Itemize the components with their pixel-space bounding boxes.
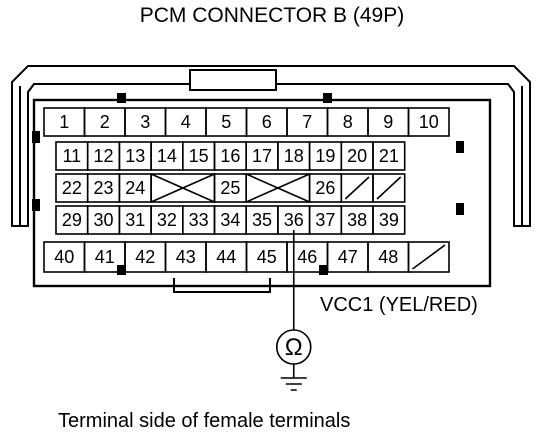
blank-cell <box>372 173 406 203</box>
terminal-label: 12 <box>94 146 114 166</box>
terminal-label: 22 <box>62 178 82 198</box>
terminal-grid <box>43 107 450 273</box>
side-pin <box>32 131 40 143</box>
terminal-label: 33 <box>189 210 209 230</box>
terminal-cell <box>407 107 450 137</box>
terminal-label: 18 <box>284 146 304 166</box>
terminal-label: 3 <box>140 112 150 132</box>
side-pin <box>456 141 464 153</box>
terminal-label: 9 <box>383 112 393 132</box>
terminal-label: 31 <box>125 210 145 230</box>
terminal-label: 38 <box>347 210 367 230</box>
terminal-label: 8 <box>343 112 353 132</box>
outer-shell <box>11 65 531 227</box>
terminal-label: 25 <box>220 178 240 198</box>
terminal-label: 4 <box>181 112 191 132</box>
top-latch <box>189 69 277 91</box>
terminal-label: 11 <box>63 146 82 166</box>
blank-cell-slash <box>344 176 370 200</box>
probe-wire <box>275 230 312 391</box>
terminal-label: 37 <box>315 210 335 230</box>
diagram-caption: Terminal side of female terminals <box>58 410 351 432</box>
terminal-label: 47 <box>338 247 358 267</box>
connector-housing <box>11 65 531 293</box>
lock-tab <box>323 93 332 103</box>
terminal-label: 1 <box>59 112 69 132</box>
terminal-label: 48 <box>378 247 398 267</box>
terminal-label: 15 <box>189 146 209 166</box>
blank-cell-cross <box>245 173 310 203</box>
bottom-key <box>173 278 271 293</box>
terminal-label: 26 <box>315 178 335 198</box>
terminal-label: 35 <box>252 210 272 230</box>
terminal-label: 34 <box>220 210 240 230</box>
terminal-label: 46 <box>297 247 317 267</box>
terminal-label: 30 <box>94 210 114 230</box>
terminal-label: 7 <box>302 112 312 132</box>
blank-cell-cross <box>150 173 215 203</box>
blank-cell <box>407 241 450 273</box>
side-pin <box>32 199 40 211</box>
terminal-label: 43 <box>176 247 196 267</box>
terminal-label: 13 <box>125 146 145 166</box>
terminal-label: 21 <box>379 146 399 166</box>
terminal-label: 39 <box>379 210 399 230</box>
diagram-title: PCM CONNECTOR B (49P) <box>139 4 405 27</box>
terminal-label: 17 <box>252 146 272 166</box>
terminal-label: 2 <box>100 112 110 132</box>
terminal-label: 20 <box>347 146 367 166</box>
terminal-label: 23 <box>94 178 114 198</box>
terminal-label: 6 <box>262 112 272 132</box>
terminal-label: 36 <box>284 210 304 230</box>
side-pin <box>456 203 464 215</box>
terminal-label: 24 <box>125 178 145 198</box>
terminal-label: 40 <box>54 247 74 267</box>
blank-cell-slash <box>376 176 402 200</box>
terminal-label: 14 <box>157 146 177 166</box>
terminal-label: 29 <box>62 210 82 230</box>
terminal-label: 32 <box>157 210 177 230</box>
terminal-label: 5 <box>221 112 231 132</box>
terminal-label: 44 <box>216 247 236 267</box>
terminal-label: 41 <box>95 247 115 267</box>
terminal-label: 45 <box>257 247 277 267</box>
terminal-cell <box>372 205 406 235</box>
ohm-symbol: Ω <box>285 334 303 361</box>
terminal-label: 16 <box>220 146 240 166</box>
terminal-cell <box>372 141 406 171</box>
terminal-face <box>32 98 492 288</box>
shell-inner-edge <box>19 86 523 226</box>
lock-tab <box>117 93 126 103</box>
blank-cell-slash <box>412 244 446 270</box>
ground-symbol <box>280 377 307 391</box>
terminal-label: 10 <box>419 112 439 132</box>
terminal-label: 42 <box>135 247 155 267</box>
probe-wire-label: VCC1 (YEL/RED) <box>320 294 478 316</box>
terminal-label: 19 <box>315 146 335 166</box>
